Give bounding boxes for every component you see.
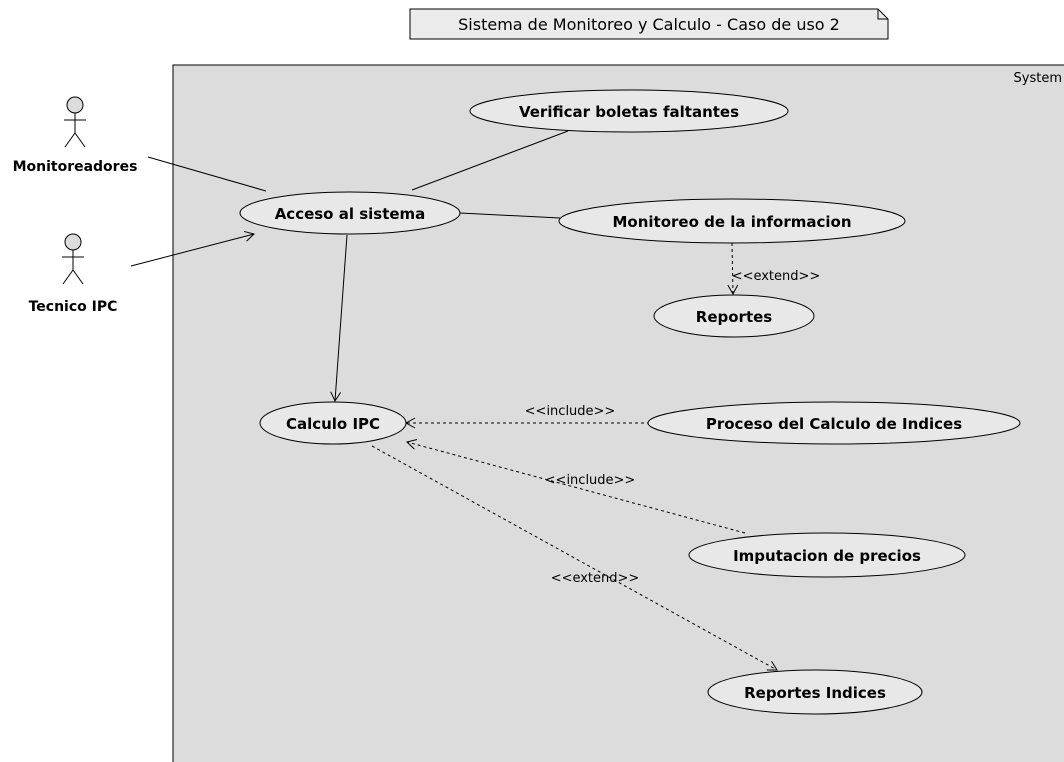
use-case-label: Verificar boletas faltantes xyxy=(519,103,739,121)
use-case-reportes-indices[interactable]: Reportes Indices xyxy=(707,669,923,715)
use-case-verificar-boletas[interactable]: Verificar boletas faltantes xyxy=(469,89,789,133)
relation-monitoreadores-acceso xyxy=(147,156,267,192)
actor-label: Tecnico IPC xyxy=(29,299,118,315)
actor-monitoreadores[interactable]: Monitoreadores xyxy=(13,96,138,175)
use-case-label: Acceso al sistema xyxy=(275,205,426,223)
actor-label: Monitoreadores xyxy=(13,159,138,175)
relation-acceso-monitoreo xyxy=(459,212,561,219)
system-label: System xyxy=(1014,71,1062,86)
stereotype-extend-reportes: <<extend>> xyxy=(732,269,821,284)
use-case-monitoreo[interactable]: Monitoreo de la informacion xyxy=(558,198,906,244)
relation-acceso-verificar xyxy=(411,130,569,191)
use-case-acceso-sistema[interactable]: Acceso al sistema xyxy=(239,191,461,235)
use-case-label: Monitoreo de la informacion xyxy=(612,213,851,231)
use-case-label: Imputacion de precios xyxy=(733,547,921,565)
use-case-label: Proceso del Calculo de Indices xyxy=(706,415,962,433)
use-case-calculo-ipc[interactable]: Calculo IPC xyxy=(259,401,407,445)
use-case-label: Reportes Indices xyxy=(744,684,886,702)
relation-calculo-reportes-indices xyxy=(371,445,778,671)
stick-figure-icon xyxy=(62,233,84,285)
relation-acceso-calculo xyxy=(330,234,348,403)
use-case-reportes[interactable]: Reportes xyxy=(653,294,815,338)
use-case-label: Reportes xyxy=(696,308,773,326)
relation-monitoreo-reportes xyxy=(727,242,739,296)
use-case-imputacion-precios[interactable]: Imputacion de precios xyxy=(688,532,966,578)
stereotype-labels: <<extend>> <<include>> <<include>> <<ext… xyxy=(525,269,821,586)
actor-tecnico-ipc[interactable]: Tecnico IPC xyxy=(29,233,118,315)
relations xyxy=(130,130,778,671)
stereotype-include-proceso: <<include>> xyxy=(525,404,616,419)
diagram-title-note: Sistema de Monitoreo y Calculo - Caso de… xyxy=(409,8,889,40)
relation-imputacion-calculo xyxy=(406,439,746,534)
use-case-label: Calculo IPC xyxy=(286,415,380,433)
diagram-title: Sistema de Monitoreo y Calculo - Caso de… xyxy=(458,15,840,34)
stick-figure-icon xyxy=(64,96,86,148)
stereotype-extend-reportes-indices: <<extend>> xyxy=(551,571,640,586)
relation-tecnico-acceso xyxy=(130,230,255,267)
stereotype-include-imputacion: <<include>> xyxy=(545,473,636,488)
use-case-proceso-calculo-indices[interactable]: Proceso del Calculo de Indices xyxy=(647,401,1021,445)
